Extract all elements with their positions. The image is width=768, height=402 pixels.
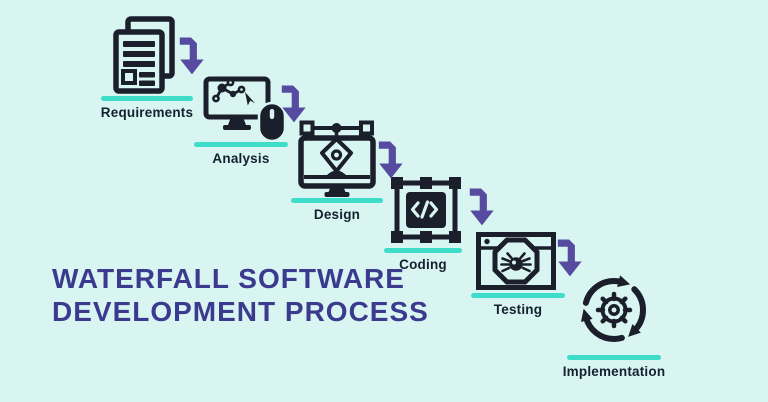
step-underline [471,293,565,298]
step-coding: Coding [384,174,462,274]
monitor-pen-tool-icon [298,120,376,197]
code-selection-box-icon [391,177,461,243]
step-implementation: Implementation [560,268,668,386]
step-analysis: Analysis [194,76,288,172]
bent-down-arrow-icon [469,188,494,226]
gear-cycle-icon [580,275,646,342]
bent-down-arrow-icon [378,141,403,179]
step-underline [194,142,288,147]
diagram-title: WATERFALL SOFTWARE DEVELOPMENT PROCESS [52,262,429,328]
title-line-1: WATERFALL SOFTWARE [52,263,405,294]
monitor-network-mouse-icon [203,76,287,142]
step-label: Coding [399,257,447,272]
step-testing: Testing [471,232,565,322]
step-design: Design [291,119,383,223]
step-label: Requirements [100,105,194,120]
documents-icon [113,16,175,94]
step-label: Design [313,207,361,222]
step-label: Implementation [562,364,666,379]
step-label: Analysis [212,151,270,166]
title-line-2: DEVELOPMENT PROCESS [52,296,429,327]
step-underline [291,198,383,203]
browser-bug-octagon-icon [476,232,556,290]
step-underline [567,355,661,360]
bent-down-arrow-icon [179,37,204,75]
step-underline [101,96,193,101]
bent-down-arrow-icon [557,239,582,277]
step-underline [384,248,462,253]
step-requirements: Requirements [97,15,197,127]
step-label: Testing [493,302,543,317]
bent-down-arrow-icon [281,85,306,123]
